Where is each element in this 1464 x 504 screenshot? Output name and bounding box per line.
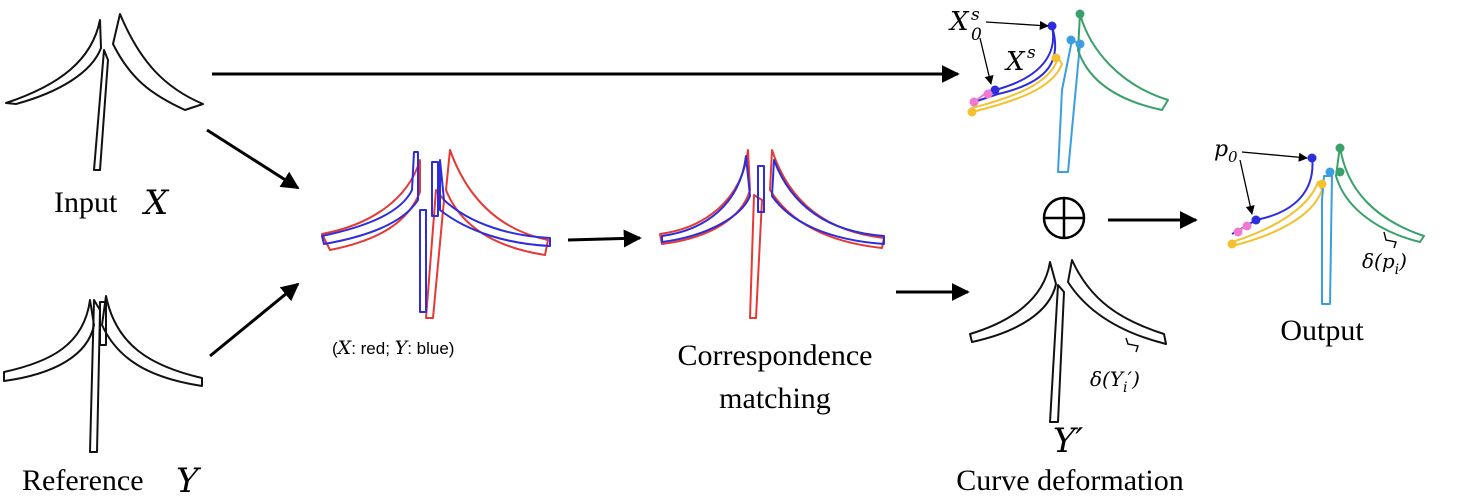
x0s-sup: s xyxy=(971,5,980,25)
correspondence-line1: Correspondence xyxy=(678,339,873,372)
matching-label: Correspondence matching xyxy=(678,339,873,415)
arrow-input-to-overlay xyxy=(206,128,300,190)
delta-p-open: δ( xyxy=(1362,249,1383,273)
delta-y-close: ′) xyxy=(1128,367,1140,391)
delta-p-close: ) xyxy=(1398,249,1407,273)
delta-y-sub: i xyxy=(1123,380,1127,396)
deformation-label: Y′ Curve deformation xyxy=(956,421,1183,497)
out-blue-start xyxy=(1251,215,1261,225)
endpoint-blue-top xyxy=(1047,21,1057,31)
endpoint-lightblue-a xyxy=(1066,35,1076,45)
out-yellow-top xyxy=(1317,179,1327,189)
deformed-y-sketch xyxy=(969,259,1167,423)
endpoint-yellow-low xyxy=(967,107,977,117)
endpoint-pink-a xyxy=(983,89,993,99)
svg-text:Input: Input xyxy=(54,186,118,219)
y-prime: Y′ xyxy=(1053,421,1083,461)
endpoint-blue-start xyxy=(990,85,1000,95)
delta-y-var: Y xyxy=(1110,367,1125,391)
svg-text:(X: red; Y: blue): (X: red; Y: blue) xyxy=(332,337,454,359)
p0-arrow-to-start xyxy=(1239,159,1255,215)
output-endpoints xyxy=(1227,143,1345,249)
svg-text:δ(pi): δ(pi) xyxy=(1362,249,1407,278)
delta-p-sub: i xyxy=(1395,262,1399,278)
p0-arrow-to-top xyxy=(1241,151,1308,162)
endpoint-pink-b xyxy=(969,97,979,107)
oplus-symbol xyxy=(1042,196,1086,240)
overlay-legend: (X: red; Y: blue) xyxy=(332,337,454,359)
input-x-sketch xyxy=(5,13,204,171)
out-pink-b xyxy=(1233,227,1243,237)
reference-var: Y xyxy=(176,461,202,501)
output-title: Output xyxy=(1280,314,1364,347)
input-x-label: Input X xyxy=(54,183,170,223)
xs-sup: s xyxy=(1027,43,1036,63)
x0s-sub: 0 xyxy=(971,25,982,45)
x0s-arrow-to-start xyxy=(979,37,994,85)
p0-base: p xyxy=(1214,137,1228,162)
endpoint-lightblue-b xyxy=(1075,39,1085,49)
matching-sketch xyxy=(659,149,885,319)
arrow-overlay-to-matching xyxy=(567,229,642,248)
reference-y-sketch xyxy=(3,295,203,453)
output-annotations: p 0 δ(pi) xyxy=(1214,137,1407,278)
curve-deformation: Curve deformation xyxy=(956,464,1183,497)
reference-word: Reference xyxy=(22,464,144,497)
legend-open: ( xyxy=(332,339,338,358)
out-blue-top xyxy=(1307,153,1317,163)
deformed-y-annotation: δ(Yi′) xyxy=(1090,337,1140,396)
overlay-sketch xyxy=(321,149,551,319)
out-green-a xyxy=(1335,167,1345,177)
xs-base: X xyxy=(1004,47,1026,77)
split-annotations: X 0 s X s xyxy=(948,5,1049,85)
legend-close: : blue) xyxy=(407,339,454,358)
split-endpoints xyxy=(967,9,1085,117)
out-lightblue-a xyxy=(1325,167,1335,177)
legend-y: Y xyxy=(395,337,410,359)
output-label: Output xyxy=(1280,314,1364,347)
svg-text:δ(Yi′): δ(Yi′) xyxy=(1090,367,1140,396)
input-word: Input xyxy=(54,186,118,219)
x0s-base: X xyxy=(948,7,970,37)
correspondence-line2: matching xyxy=(719,382,831,415)
endpoint-yellow-top xyxy=(1051,53,1061,63)
p0-sub: 0 xyxy=(1228,148,1238,166)
legend-mid: : red; xyxy=(351,339,394,358)
legend-x: X xyxy=(336,337,353,359)
out-yellow-low xyxy=(1227,239,1237,249)
out-green-top xyxy=(1335,143,1345,153)
arrow-reference-to-overlay xyxy=(209,282,300,358)
reference-y-label: Reference Y xyxy=(22,461,202,501)
x0s-arrow-to-top xyxy=(985,20,1049,31)
out-pink-a xyxy=(1242,221,1252,231)
input-var: X xyxy=(141,183,170,223)
delta-p-var: p xyxy=(1382,249,1395,273)
endpoint-green-top xyxy=(1075,9,1085,19)
delta-y-open: δ( xyxy=(1090,367,1111,391)
